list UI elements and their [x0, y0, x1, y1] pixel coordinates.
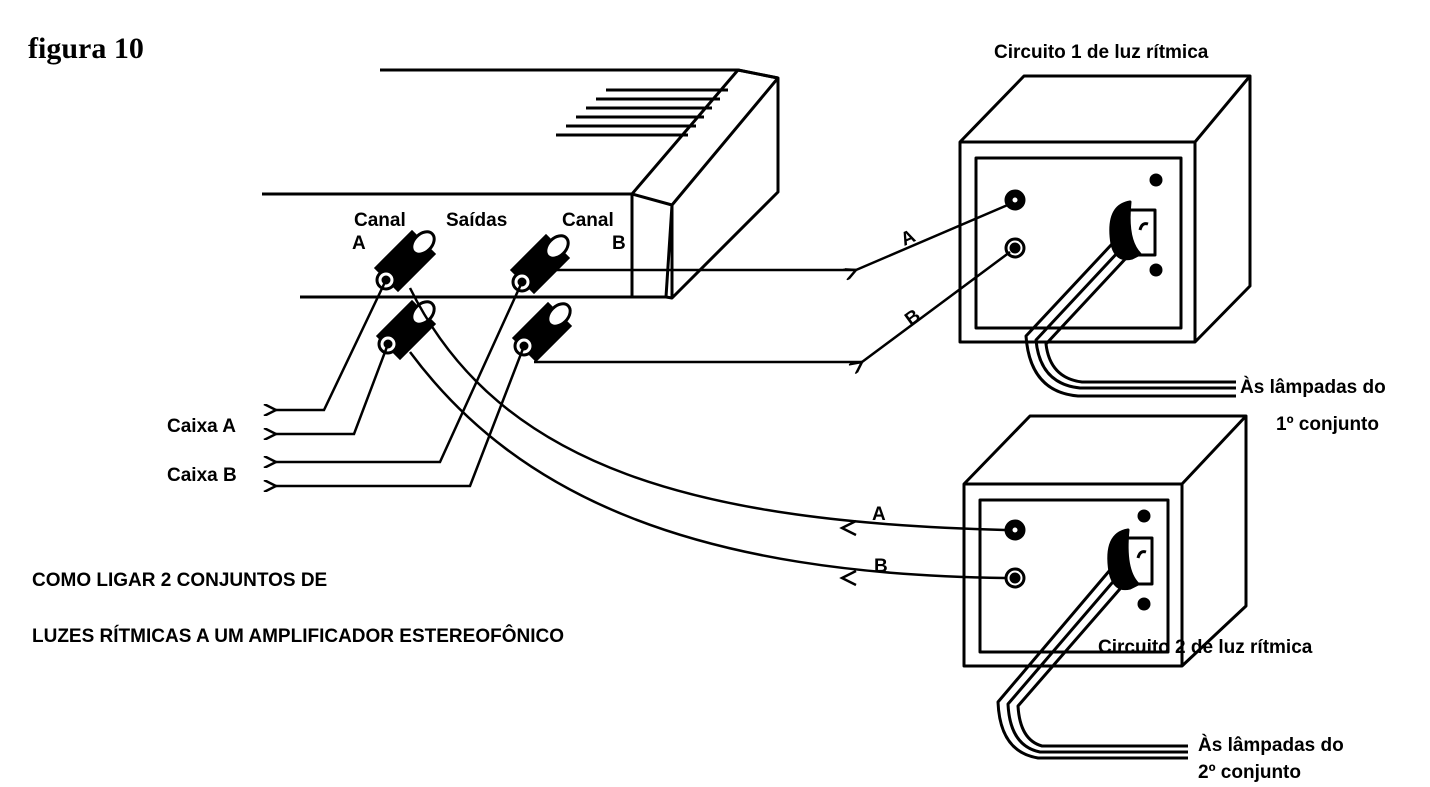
circuit-2-wires — [408, 287, 1005, 580]
output-jacks — [373, 229, 573, 363]
channel-a-label: Canal — [354, 210, 406, 231]
circuit-1-title: Circuito 1 de luz rítmica — [994, 42, 1209, 63]
circuit-1-wires — [530, 202, 1011, 362]
outputs-label: Saídas — [446, 210, 507, 231]
channel-b-letter: B — [612, 233, 626, 254]
figure-label: figura 10 — [28, 32, 144, 65]
circuit-2-arrowheads — [839, 519, 857, 587]
circuit-2-box — [962, 414, 1248, 760]
circuit-1-box — [958, 74, 1252, 398]
circuit-1-lamps-line2: 1º conjunto — [1276, 414, 1379, 435]
circuit-2-wire-b-label: B — [874, 556, 888, 577]
speaker-b-label: Caixa B — [167, 465, 237, 486]
amplifier — [262, 68, 780, 300]
vent-slots — [556, 88, 728, 137]
speaker-wires — [276, 279, 526, 486]
speaker-a-label: Caixa A — [167, 416, 236, 437]
circuit-1-wire-b-label: B — [901, 305, 924, 330]
caption-line-2: LUZES RÍTMICAS A UM AMPLIFICADOR ESTEREO… — [32, 625, 564, 647]
circuit-2-title: Circuito 2 de luz rítmica — [1098, 637, 1313, 658]
circuit-1-lamps-line1: Às lâmpadas do — [1240, 376, 1386, 398]
circuit-2-lamps-line2: 2º conjunto — [1198, 762, 1301, 783]
channel-b-label: Canal — [562, 210, 614, 231]
caption-line-1: COMO LIGAR 2 CONJUNTOS DE — [32, 570, 327, 591]
jack-a-top — [373, 229, 437, 293]
circuit-1-wire-a-label: A — [898, 226, 919, 251]
channel-a-letter: A — [352, 233, 366, 254]
circuit-2-wire-a-label: A — [872, 504, 886, 525]
circuit-2-lamps-line1: Às lâmpadas do — [1198, 734, 1344, 756]
